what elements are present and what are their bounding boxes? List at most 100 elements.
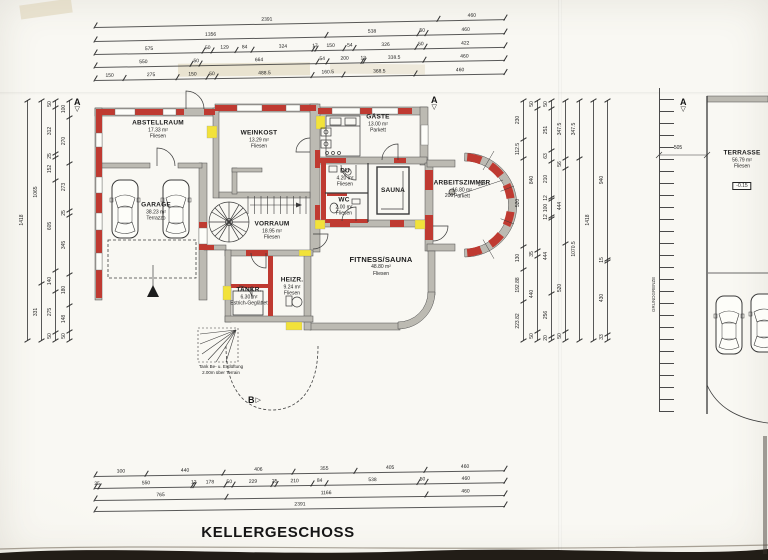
- dim-label: 130: [515, 253, 521, 263]
- dim-label: 347.5: [571, 123, 577, 136]
- dim-label: 422: [461, 40, 470, 47]
- dim-label: 520: [557, 283, 563, 292]
- dim-line: [27, 100, 28, 340]
- dim-line: [565, 100, 566, 340]
- dim-label: 840: [529, 175, 535, 184]
- dim-label: 347.5: [557, 123, 563, 136]
- room-area: 6.30 m²: [240, 294, 258, 301]
- dim-chain: 1418: [585, 97, 597, 343]
- dim-label: 312: [47, 126, 53, 135]
- dim-label: 50: [557, 332, 563, 339]
- dim-label: 112.5: [515, 142, 521, 155]
- dim-label: 200: [340, 55, 349, 62]
- room-name: TANKR.: [236, 286, 262, 294]
- dim-label: 33: [599, 334, 605, 340]
- dim-label: 54: [319, 55, 326, 63]
- room-name: WC: [338, 196, 350, 204]
- dim-label: 1356: [204, 31, 217, 38]
- room-name: FITNESS/SAUNA: [349, 255, 413, 265]
- dim-label: 338.5: [387, 54, 401, 61]
- window-openings: [95, 104, 429, 271]
- dim-label: 460: [461, 26, 470, 33]
- dim-label: 275: [47, 307, 53, 317]
- room-name: ARBEITSZIMMER: [433, 179, 491, 187]
- room-name: HEIZR.: [280, 276, 304, 284]
- dim-label: 50: [543, 101, 549, 107]
- dim-label: 63: [543, 153, 549, 160]
- dim-label: 273: [61, 183, 67, 192]
- room-finish: Parkett: [454, 194, 470, 201]
- dim-label: 460: [461, 488, 470, 495]
- dim-label: 300: [116, 468, 126, 475]
- dim-label: 275: [146, 72, 156, 79]
- dim-label: 84: [241, 44, 248, 51]
- dim-label: 444: [543, 251, 549, 260]
- dim-label: 230: [515, 115, 521, 124]
- room-area: 16.80 m²: [452, 187, 472, 194]
- dim-label: 1418: [19, 214, 25, 226]
- dim-label: 223.82: [515, 313, 521, 329]
- room-name: VORRAUM: [254, 220, 290, 228]
- dim-label: 17: [312, 43, 318, 50]
- walls-demolition-yellow: [206, 115, 426, 331]
- dashed-outlines: [107, 239, 319, 411]
- straight-stair: [247, 196, 307, 214]
- section-marker: A▽: [680, 98, 687, 114]
- dim-label: 550: [139, 59, 148, 66]
- dim-label: 56: [557, 160, 563, 167]
- room-area: 9.24 m²: [283, 284, 301, 291]
- room-area: 17.33 m²: [148, 127, 168, 134]
- dim-label: 229: [248, 478, 258, 485]
- dim-label: 326: [381, 41, 390, 49]
- scan-edges: [0, 436, 768, 560]
- dim-label: 460: [461, 475, 471, 482]
- room-finish: Estrich-Geglättet: [230, 301, 268, 308]
- room-area: 48.80 m²: [371, 264, 391, 271]
- dim-label: 550: [141, 480, 151, 487]
- fixtures: [285, 115, 515, 308]
- dim-label: 152: [47, 164, 53, 174]
- dim-line: [55, 100, 56, 340]
- dim-label: 50: [209, 71, 215, 78]
- dim-label: 575: [144, 45, 154, 53]
- dim-label: 25: [271, 478, 278, 485]
- dim-label: 1065: [33, 185, 39, 198]
- dim-line: [551, 100, 552, 340]
- tower-wall-red-arcs: [466, 153, 515, 257]
- dim-line: [607, 100, 608, 340]
- dim-label: 54: [347, 42, 353, 49]
- dim-label: 50: [419, 476, 426, 483]
- dim-label: 538: [368, 477, 377, 484]
- section-triangle-icon: ▷: [255, 396, 261, 404]
- dim-label: 444: [557, 201, 563, 211]
- dim-label: 12: [543, 195, 549, 201]
- terrace-level-badge: -0.15: [732, 182, 752, 190]
- room-finish: Parkett: [370, 128, 386, 135]
- dim-label: 405: [385, 464, 395, 471]
- dim-label: 406: [254, 466, 263, 473]
- dim-label: 50: [529, 101, 535, 108]
- dim-label: 25: [94, 480, 100, 488]
- dim-label: 12: [543, 214, 549, 220]
- dim-label: 148: [61, 314, 67, 323]
- dim-line: [579, 100, 580, 340]
- room-finish: Fliesen: [335, 211, 353, 218]
- section-triangle-icon: ▽: [680, 106, 686, 113]
- partitions: [232, 163, 410, 316]
- section-marker: A▽: [431, 96, 438, 112]
- room-finish: Fliesen: [149, 134, 167, 141]
- property-boundary-hatch: [659, 88, 674, 412]
- dim-label: 50: [47, 100, 53, 107]
- dim-chain: 1418: [19, 97, 31, 343]
